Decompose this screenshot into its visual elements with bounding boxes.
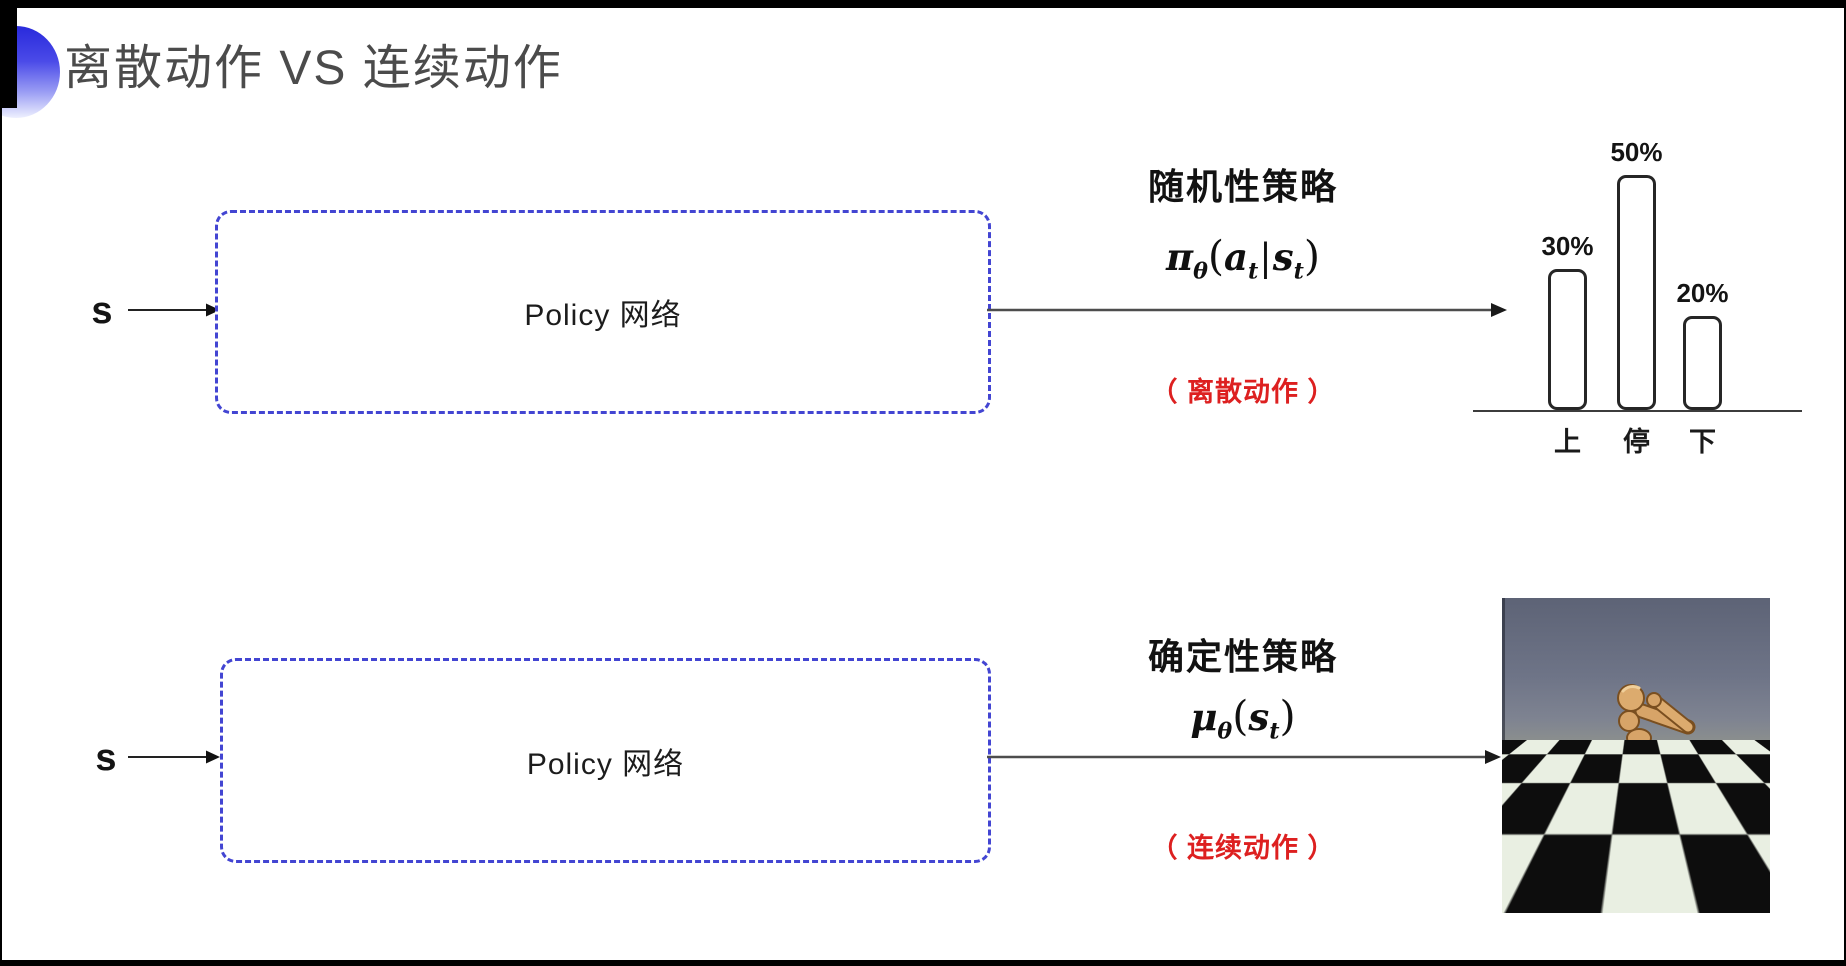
discrete-action-note: （ 离散动作 ） [1150,377,1336,407]
stochastic-policy-formula: πθ(at|st) [1088,232,1398,284]
bar-category-label: 上 [1554,427,1581,457]
top-policy-network-box: Policy 网络 [215,210,991,414]
formula-state-sub: t [1293,258,1304,285]
top-input-state-label: s [91,290,113,332]
formula-action-sub: t [1248,258,1259,285]
continuous-action-note: （ 连续动作 ） [1150,833,1336,863]
bar-value-label: 30% [1541,231,1594,261]
sim-left-edge-shade [1502,598,1505,913]
formula-open-paren: ( [1207,232,1225,280]
formula-given-bar: | [1259,236,1272,279]
top-input-arrow [128,303,220,317]
slide-title: 离散动作 VS 连续动作 [64,42,563,95]
corner-black-strip [2,8,17,108]
stochastic-policy-title: 随机性策略 [1147,166,1338,207]
formula-state-sub: t [1269,718,1280,745]
formula-action-var: a [1224,235,1249,279]
formula-open-paren: ( [1232,692,1249,740]
bottom-input-arrow [128,750,220,764]
slide-canvas: 离散动作 VS 连续动作 s Policy 网络 随机性策略 πθ(at|st)… [2,8,1844,960]
humanoid-figure [1588,684,1696,905]
bar-chart-axis [1473,410,1802,412]
bar-上 [1548,269,1587,410]
bottom-input-state-label: s [95,737,117,779]
bottom-policy-box-label: Policy 网络 [526,747,685,781]
bar-category-label: 停 [1623,427,1650,457]
bar-value-label: 20% [1676,278,1729,308]
formula-close-paren: ) [1279,692,1296,740]
humanoid-simulation-image [1502,598,1770,913]
formula-pi: π [1165,235,1194,279]
action-prob-bar-chart: 30% 上 50% 停 20% 下 [1471,118,1805,468]
bar-value-label: 50% [1610,137,1663,167]
formula-theta-sub: θ [1193,258,1208,285]
top-policy-box-label: Policy 网络 [524,299,682,332]
formula-state-var: s [1272,235,1294,279]
deterministic-policy-formula: μθ(st) [1088,692,1398,744]
top-output-arrow [987,303,1507,317]
bar-停 [1617,175,1656,410]
formula-close-paren: ) [1303,232,1321,280]
formula-mu: μ [1190,695,1218,739]
formula-state-var: s [1248,695,1270,739]
bar-下 [1683,316,1722,410]
deterministic-policy-title: 确定性策略 [1147,636,1338,677]
bottom-policy-network-box: Policy 网络 [220,658,991,863]
bottom-output-arrow [987,750,1501,764]
bar-category-label: 下 [1689,427,1716,457]
formula-theta-sub: θ [1217,718,1233,745]
